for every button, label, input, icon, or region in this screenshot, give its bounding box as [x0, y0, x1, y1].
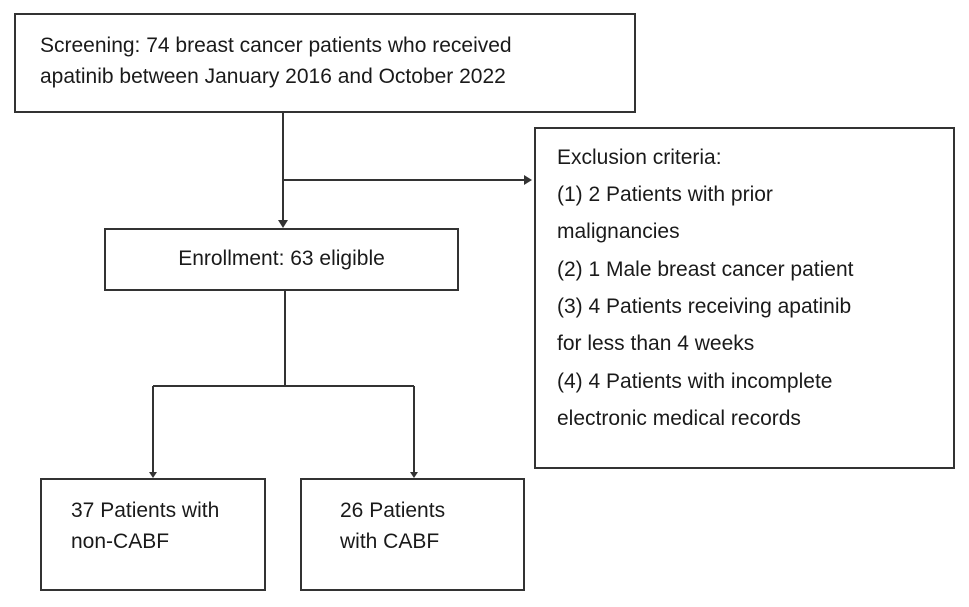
exclusion-line: (4) 4 Patients with incomplete [557, 370, 833, 393]
exclusion-line: (3) 4 Patients receiving apatinib [557, 295, 852, 318]
arrowhead-non-cabf [149, 472, 157, 478]
arrowhead-cabf [410, 472, 418, 478]
non-cabf-text-line1: 37 Patients with [71, 499, 220, 522]
exclusion-title: Exclusion criteria: [557, 146, 722, 169]
non-cabf-text-line2: non-CABF [71, 530, 170, 553]
cabf-text-line2: with CABF [340, 530, 440, 553]
exclusion-line: electronic medical records [557, 407, 801, 430]
screening-text-line1: Screening: 74 breast cancer patients who… [40, 34, 512, 57]
cabf-text-line1: 26 Patients [340, 499, 446, 522]
screening-text-line2: apatinib between January 2016 and Octobe… [40, 65, 506, 88]
arrowhead-exclusion [524, 175, 532, 185]
arrowhead-enrollment [278, 220, 288, 228]
non-cabf-group-box [40, 478, 266, 591]
exclusion-criteria-box [534, 127, 955, 469]
exclusion-line: malignancies [557, 220, 680, 243]
exclusion-line: for less than 4 weeks [557, 332, 755, 355]
screening-box [14, 13, 636, 113]
enrollment-text: Enrollment: 63 eligible [178, 247, 385, 270]
exclusion-line: (2) 1 Male breast cancer patient [557, 258, 854, 281]
cabf-group-box [300, 478, 525, 591]
exclusion-line: (1) 2 Patients with prior [557, 183, 773, 206]
enrollment-box [104, 228, 459, 291]
